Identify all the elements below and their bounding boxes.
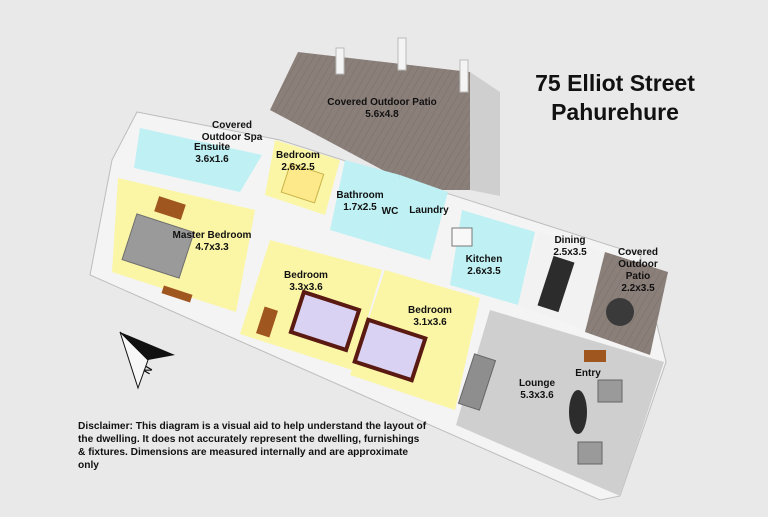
room-label-dining: Dining 2.5x3.5 — [553, 235, 587, 258]
armchair — [597, 379, 623, 403]
compass-letter: N — [142, 365, 155, 377]
bathroom-floor — [330, 160, 400, 245]
patio-table — [606, 298, 634, 326]
room-label-entry: Entry — [575, 368, 601, 379]
disclaimer-text: Disclaimer: This diagram is a visual aid… — [78, 421, 427, 471]
bed-small — [280, 162, 325, 204]
room-label-lounge: Lounge 5.3x3.6 — [518, 378, 556, 401]
master-bench — [161, 285, 193, 303]
room-label-kitchen: Kitchen 2.6x3.5 — [465, 254, 503, 277]
laundry-floor — [380, 175, 448, 260]
master-bed — [121, 213, 195, 279]
dining-table — [537, 255, 575, 313]
bed-mid — [288, 289, 362, 353]
ensuite-floor — [134, 128, 262, 192]
address-line-1: 75 Elliot Street — [535, 70, 695, 96]
patio-post — [459, 59, 469, 93]
room-label-bathroom: Bathroom 1.7x2.5 — [336, 190, 384, 213]
armchair — [577, 441, 603, 465]
master-dresser — [154, 196, 186, 220]
coffee-table — [569, 390, 587, 434]
sofa — [457, 353, 497, 411]
room-label-covered-patio: Covered Outdoor Patio 5.6x4.8 — [327, 97, 437, 120]
room-label-master-bedroom: Master Bedroom 4.7x3.3 — [172, 230, 252, 253]
room-label-bedroom-right: Bedroom 3.1x3.6 — [408, 305, 452, 328]
room-label-bedroom-mid: Bedroom 3.3x3.6 — [284, 270, 328, 293]
patio-post — [397, 37, 407, 71]
room-label-wc: WC — [381, 206, 399, 217]
lounge-floor — [456, 310, 664, 496]
entry-mat — [584, 350, 606, 362]
patio-shadow — [470, 72, 500, 196]
cooktop — [451, 227, 473, 247]
wardrobe-mid — [256, 306, 278, 338]
room-label-bedroom-small: Bedroom 2.6x2.5 — [276, 150, 320, 173]
room-label-covered-patio-small: Covered Outdoor Patio 2.2x3.5 — [617, 247, 658, 294]
covered-patio-deck — [270, 52, 470, 190]
room-label-laundry: Laundry — [409, 205, 449, 216]
address-line-2: Pahurehure — [551, 99, 679, 125]
bed-right — [352, 317, 428, 383]
patio-post — [335, 47, 345, 75]
room-label-ensuite: Ensuite 3.6x1.6 — [193, 142, 231, 165]
compass-arrow: N — [119, 331, 175, 390]
room-label-covered-spa: Covered Outdoor Spa — [201, 120, 263, 143]
